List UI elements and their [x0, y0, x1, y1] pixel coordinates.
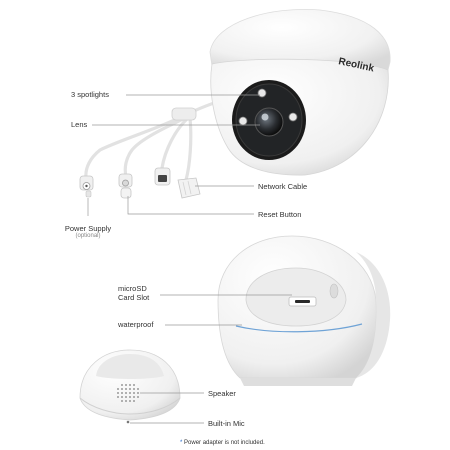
label-reset-button: Reset Button	[258, 210, 302, 219]
cable-junction	[171, 107, 197, 121]
camera-bottom-view	[217, 235, 391, 386]
lens	[254, 107, 284, 137]
label-power-supply-text: Power Supply	[64, 224, 112, 233]
label-waterproof: waterproof	[118, 320, 154, 329]
label-power-supply-note: (optional)	[75, 233, 101, 240]
label-spotlights: 3 spotlights	[71, 90, 109, 99]
power-connector	[79, 175, 94, 198]
label-network-cable: Network Cable	[258, 182, 308, 191]
label-speaker: Speaker	[208, 389, 236, 398]
waterproof-seam	[235, 323, 363, 333]
label-lens: Lens	[71, 120, 88, 129]
spotlight	[288, 112, 298, 122]
speaker-mic-view	[79, 349, 181, 424]
mic-hole	[126, 420, 130, 424]
network-cap	[177, 177, 201, 199]
label-builtin-mic: Built-in Mic	[208, 419, 245, 428]
turret-camera: Reolink	[79, 9, 391, 199]
hood-shadow	[356, 252, 391, 378]
leader-lines	[87, 94, 292, 424]
label-microsd-line2: Card Slot	[118, 293, 150, 303]
spotlight	[257, 88, 267, 98]
spotlight	[238, 116, 248, 126]
reset-connector	[118, 173, 133, 199]
speaker-grille	[117, 384, 139, 402]
leader-reset	[127, 196, 254, 215]
label-power-supply: Power Supply (optional)	[58, 224, 118, 241]
footnote: * Power adapter is not included.	[180, 440, 265, 446]
footnote-text: Power adapter is not included.	[184, 440, 265, 446]
rj45-connector	[154, 167, 171, 186]
label-microsd-line1: microSD	[118, 284, 147, 293]
footnote-marker: *	[180, 440, 183, 446]
label-microsd: microSD Card Slot	[118, 284, 149, 303]
